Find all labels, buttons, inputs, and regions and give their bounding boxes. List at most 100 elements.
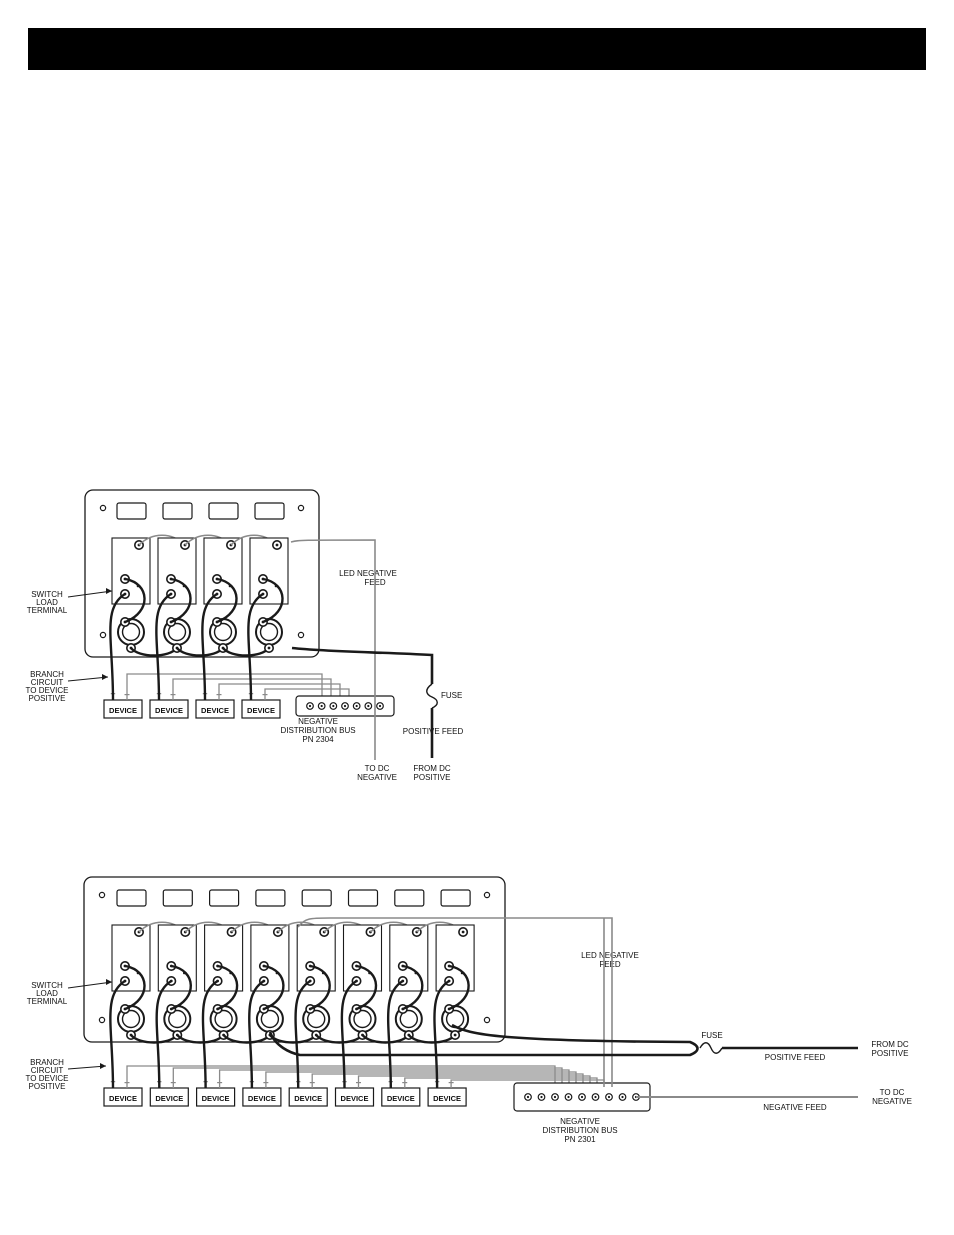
d2-label-window-4 bbox=[301, 889, 332, 907]
header-bar bbox=[28, 28, 926, 70]
d2-device-negative-wire-5 bbox=[357, 1075, 591, 1088]
d1-bus-pin-dot-4 bbox=[355, 704, 358, 708]
d2-device-positive-wire-6 bbox=[386, 979, 404, 1089]
d1-bus-label-line1: NEGATIVE bbox=[298, 717, 338, 726]
d1-breaker-inner-0 bbox=[121, 622, 141, 642]
d1-switch-breaker-jumper-1 bbox=[170, 577, 192, 624]
d1-switch-label-line3: TERMINAL bbox=[27, 606, 68, 615]
d2-breaker-inner-4 bbox=[307, 1009, 326, 1029]
d2-device-positive-wire-5 bbox=[340, 979, 358, 1089]
d1-switch-label-line2: LOAD bbox=[36, 598, 58, 607]
d1-mount-hole-1 bbox=[297, 504, 305, 512]
d2-fuse-label: FUSE bbox=[701, 1031, 722, 1040]
d2-device-box-6 bbox=[381, 1087, 421, 1107]
d2-breaker-inner-1 bbox=[168, 1009, 187, 1029]
d1-device-box-2 bbox=[195, 699, 235, 719]
d1-device-negative-wire-1 bbox=[172, 678, 332, 701]
d1-device-box-3 bbox=[241, 699, 281, 719]
d2-device-box-1 bbox=[149, 1087, 189, 1107]
d2-device-label-5: DEVICE bbox=[341, 1094, 369, 1103]
d2-switch-breaker-jumper-4 bbox=[309, 964, 331, 1011]
d1-led-feed-line1: LED NEGATIVE bbox=[339, 569, 397, 578]
d2-bus-pin-dot-3 bbox=[567, 1095, 570, 1099]
d2-device-positive-wire-0 bbox=[109, 979, 126, 1089]
d1-callout-arrowhead-1 bbox=[102, 674, 108, 680]
d2-switch-label-line1: SWITCH bbox=[31, 981, 63, 990]
d1-label-window-3 bbox=[254, 502, 285, 520]
d1-label-window-2 bbox=[208, 502, 239, 520]
d1-device-box-0 bbox=[103, 699, 143, 719]
d1-bus-pin-dot-2 bbox=[332, 704, 335, 708]
d2-callout-arrowhead-1 bbox=[100, 1063, 106, 1069]
d2-switch-label-line3: TERMINAL bbox=[27, 997, 68, 1006]
d1-breaker-inner-2 bbox=[213, 622, 233, 642]
d1-device-positive-wire-3 bbox=[247, 592, 264, 701]
d2-device-label-2: DEVICE bbox=[202, 1094, 230, 1103]
d1-fuse-label: FUSE bbox=[441, 691, 462, 700]
d2-device-positive-wire-7 bbox=[433, 979, 450, 1089]
d2-label-window-6 bbox=[394, 889, 425, 907]
d1-mount-hole-0 bbox=[99, 504, 107, 512]
d1-bus-pin-dot-6 bbox=[378, 704, 382, 708]
d2-branch-label-line2: CIRCUIT bbox=[31, 1066, 64, 1075]
d1-from-dc-pos-line1: FROM DC bbox=[413, 764, 451, 773]
d2-device-box-4 bbox=[288, 1087, 328, 1107]
d2-negative-feed-label: NEGATIVE FEED bbox=[763, 1103, 827, 1112]
d1-device-label-3: DEVICE bbox=[247, 706, 275, 715]
d2-device-positive-wire-3 bbox=[248, 979, 265, 1089]
d2-device-negative-wire-0 bbox=[126, 1065, 556, 1088]
d2-switch-breaker-jumper-3 bbox=[263, 964, 285, 1011]
d2-led-negative-feed-wire bbox=[297, 917, 613, 1087]
d2-bus-pin-dot-0 bbox=[526, 1095, 530, 1099]
d2-from-dc-pos-line2: POSITIVE bbox=[872, 1049, 909, 1058]
d2-device-box-2 bbox=[196, 1087, 236, 1107]
d2-from-dc-pos-line1: FROM DC bbox=[871, 1040, 909, 1049]
d1-callout-arrowhead-0 bbox=[106, 588, 112, 594]
d2-device-negative-wire-4 bbox=[311, 1073, 584, 1088]
d1-switch-breaker-jumper-2 bbox=[216, 577, 238, 624]
d1-panel bbox=[84, 489, 320, 658]
d2-callout-arrow-1 bbox=[67, 1065, 107, 1070]
d2-label-window-7 bbox=[440, 889, 471, 907]
d2-callout-arrowhead-0 bbox=[106, 979, 112, 985]
d2-switch-breaker-jumper-2 bbox=[217, 964, 239, 1011]
d1-breaker-bottom-terminal-3-dot bbox=[267, 646, 271, 650]
d2-bus-pin-dot-2 bbox=[553, 1095, 557, 1099]
d2-bus-label-line1: NEGATIVE bbox=[560, 1117, 600, 1126]
d1-device-label-1: DEVICE bbox=[155, 706, 183, 715]
d1-bus-label-line3: PN 2304 bbox=[302, 735, 334, 744]
d1-led-terminal-3-dot bbox=[275, 543, 279, 547]
d1-callout-arrow-0 bbox=[67, 590, 113, 598]
d2-mount-hole-1 bbox=[483, 891, 491, 899]
d1-fuse-symbol bbox=[426, 683, 438, 709]
d1-device-negative-wire-2 bbox=[218, 683, 341, 701]
d2-branch-label-line4: POSITIVE bbox=[29, 1082, 66, 1091]
d2-mount-hole-2 bbox=[98, 1016, 106, 1024]
d1-device-positive-wire-2 bbox=[201, 592, 218, 701]
d1-device-box-1 bbox=[149, 699, 189, 719]
d1-mount-hole-2 bbox=[99, 631, 107, 639]
d1-bus-pin-dot-0 bbox=[308, 704, 312, 708]
d1-device-negative-wire-0 bbox=[126, 673, 323, 701]
d2-led-feed-line1: LED NEGATIVE bbox=[581, 951, 639, 960]
d2-device-box-7 bbox=[427, 1087, 467, 1107]
d2-positive-feed-wire bbox=[268, 1023, 858, 1057]
d1-switch-label-line1: SWITCH bbox=[31, 590, 63, 599]
d1-branch-label-line2: CIRCUIT bbox=[31, 678, 64, 687]
d1-led-negative-feed-wire bbox=[290, 539, 376, 760]
d2-bus-label-line3: PN 2301 bbox=[564, 1135, 596, 1144]
d2-positive-feed-label: POSITIVE FEED bbox=[765, 1053, 826, 1062]
d1-device-label-2: DEVICE bbox=[201, 706, 229, 715]
d2-switch-body-1 bbox=[157, 924, 197, 992]
d2-label-window-1 bbox=[162, 889, 193, 907]
d1-bus-pin-dot-1 bbox=[320, 704, 323, 708]
d1-device-label-0: DEVICE bbox=[109, 706, 137, 715]
diagram-2-labels: SWITCH LOAD TERMINAL BRANCH CIRCUIT TO D… bbox=[26, 951, 912, 1144]
d1-branch-label-line1: BRANCH bbox=[30, 670, 64, 679]
d2-to-dc-neg-line1: TO DC bbox=[880, 1088, 905, 1097]
d1-switch-breaker-jumper-3 bbox=[262, 577, 284, 624]
d1-device-negative-wire-3 bbox=[264, 688, 350, 701]
d1-mount-hole-3 bbox=[297, 631, 305, 639]
d1-device-positive-wire-0 bbox=[109, 592, 126, 701]
d2-device-label-4: DEVICE bbox=[294, 1094, 322, 1103]
